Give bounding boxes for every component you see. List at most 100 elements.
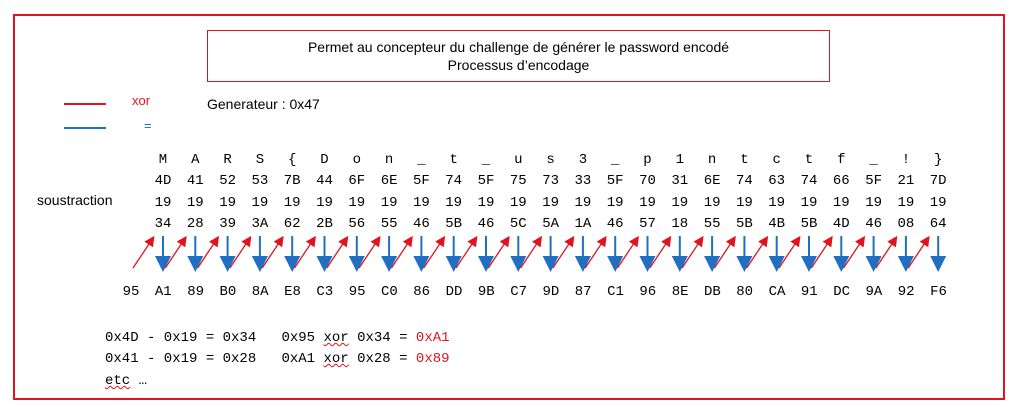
xor-arrow [293,235,316,269]
legend-eq-label: = [144,118,152,133]
hex-original-cell: 70 [639,173,656,189]
subtrahend-cell: 19 [251,195,269,211]
encoded-cell: DD [445,284,463,300]
encoded-cell: 9A [865,284,883,300]
char-cell: u [514,152,523,168]
char-cell: s [546,152,555,168]
encoded-cell: 91 [800,284,818,300]
encoded-cell: C3 [316,284,334,300]
example-1-xor-b: 0x34 = [357,330,408,346]
char-cell: o [352,152,361,168]
char-cell: 3 [578,152,588,168]
difference-cell: 5B [800,216,818,232]
example-line-2: 0x41 - 0x19 = 0x28 0xA1 xor 0x28 = 0x89 [105,351,450,367]
subtrahend-cell: 19 [574,195,592,211]
char-cell: f [837,152,846,168]
subtrahend-cell: 19 [542,195,559,211]
subtrahend-cell: 19 [865,195,882,211]
hex-original-cell: 44 [316,173,333,189]
char-cell: M [158,152,168,168]
xor-arrow [358,235,381,269]
xor-arrow [164,235,187,269]
xor-arrow [326,235,349,269]
char-cell: n [384,152,394,168]
encoded-cell: F6 [930,284,947,300]
example-1-xor-a: 0x95 [281,330,316,346]
encoded-cell: C0 [380,284,398,300]
subtrahend-cell: 19 [509,195,527,211]
char-cell: n [707,152,717,168]
encoded-cell: 92 [897,284,915,300]
hex-original-cell: 73 [542,173,559,189]
xor-arrow [584,235,607,269]
encoded-cell: 86 [413,284,431,300]
difference-cell: 18 [671,216,689,232]
encoded-cell: 96 [639,284,657,300]
xor-arrow [681,235,704,269]
title-line-2: Processus d’encodage [447,57,590,73]
char-cell: } [933,152,943,168]
char-cell: D [320,152,329,168]
xor-arrow [843,235,866,269]
xor-arrow [649,235,672,269]
hex-original-cell: 7D [929,173,947,189]
xor-arrow [746,235,769,269]
subtrahend-cell: 19 [477,195,495,211]
hex-original-cell: 52 [219,173,236,189]
encoded-cell: DB [703,284,721,300]
difference-cell: 08 [897,216,915,232]
difference-cell: 5A [542,216,559,232]
hex-original-cell: 7B [283,173,301,189]
hex-original-cell: 75 [509,173,527,189]
example-1-result: 0xA1 [415,330,450,346]
subtrahend-cell: 19 [219,195,236,211]
hex-original-cell: 21 [897,173,915,189]
xor-arrow [261,235,284,269]
char-cell: ! [901,152,911,168]
encoded-cell: DC [833,284,850,300]
row-label-soustraction: soustraction [37,192,113,208]
subtrahend-cell: 19 [897,195,915,211]
example-2-sub: 0x41 - 0x19 = 0x28 [105,351,257,367]
hex-original-cell: 6E [703,173,721,189]
subtrahend-cell: 19 [348,195,366,211]
subtrahend-cell: 19 [800,195,818,211]
hex-original-cell: 66 [832,173,850,189]
xor-arrow [907,235,930,269]
hex-original-cell: 6F [348,173,366,189]
subtrahend-cell: 19 [735,195,753,211]
difference-cell: 57 [639,216,656,232]
encoded-cell: 8E [671,284,689,300]
xor-arrow [810,235,833,269]
hex-original-cell: 63 [768,173,786,189]
char-cell: A [191,152,200,168]
example-1-sub: 0x4D - 0x19 = 0x34 [105,330,257,346]
char-cell: _ [417,152,426,168]
legend-eq-line [64,127,106,129]
subtrahend-cell: 19 [703,195,721,211]
difference-cell: 39 [219,216,236,232]
char-cell: S [255,152,265,168]
title-line-1: Permet au concepteur du challenge de gén… [307,39,730,55]
legend-xor-line [64,103,106,105]
hex-original-cell: 5F [477,173,495,189]
hex-original-cell: 5F [865,173,882,189]
difference-cell: 5B [445,216,463,232]
subtrahend-cell: 19 [380,195,398,211]
hex-original-cell: 74 [800,173,818,189]
example-line-etc: etc … [105,373,147,389]
encoded-cell: C7 [510,284,527,300]
difference-cell: 5B [735,216,753,232]
etc-suffix: … [130,373,148,389]
xor-arrow [423,235,446,269]
outer-frame [13,14,1005,400]
encoded-cell: B0 [219,284,237,300]
difference-cell: 56 [348,216,366,232]
subtrahend-cell: 19 [671,195,689,211]
hex-original-cell: 4D [154,173,172,189]
subtrahend-cell: 19 [639,195,656,211]
xor-arrow [229,235,252,269]
encoded-cell: 95 [122,284,140,300]
hex-original-cell: 74 [445,173,463,189]
